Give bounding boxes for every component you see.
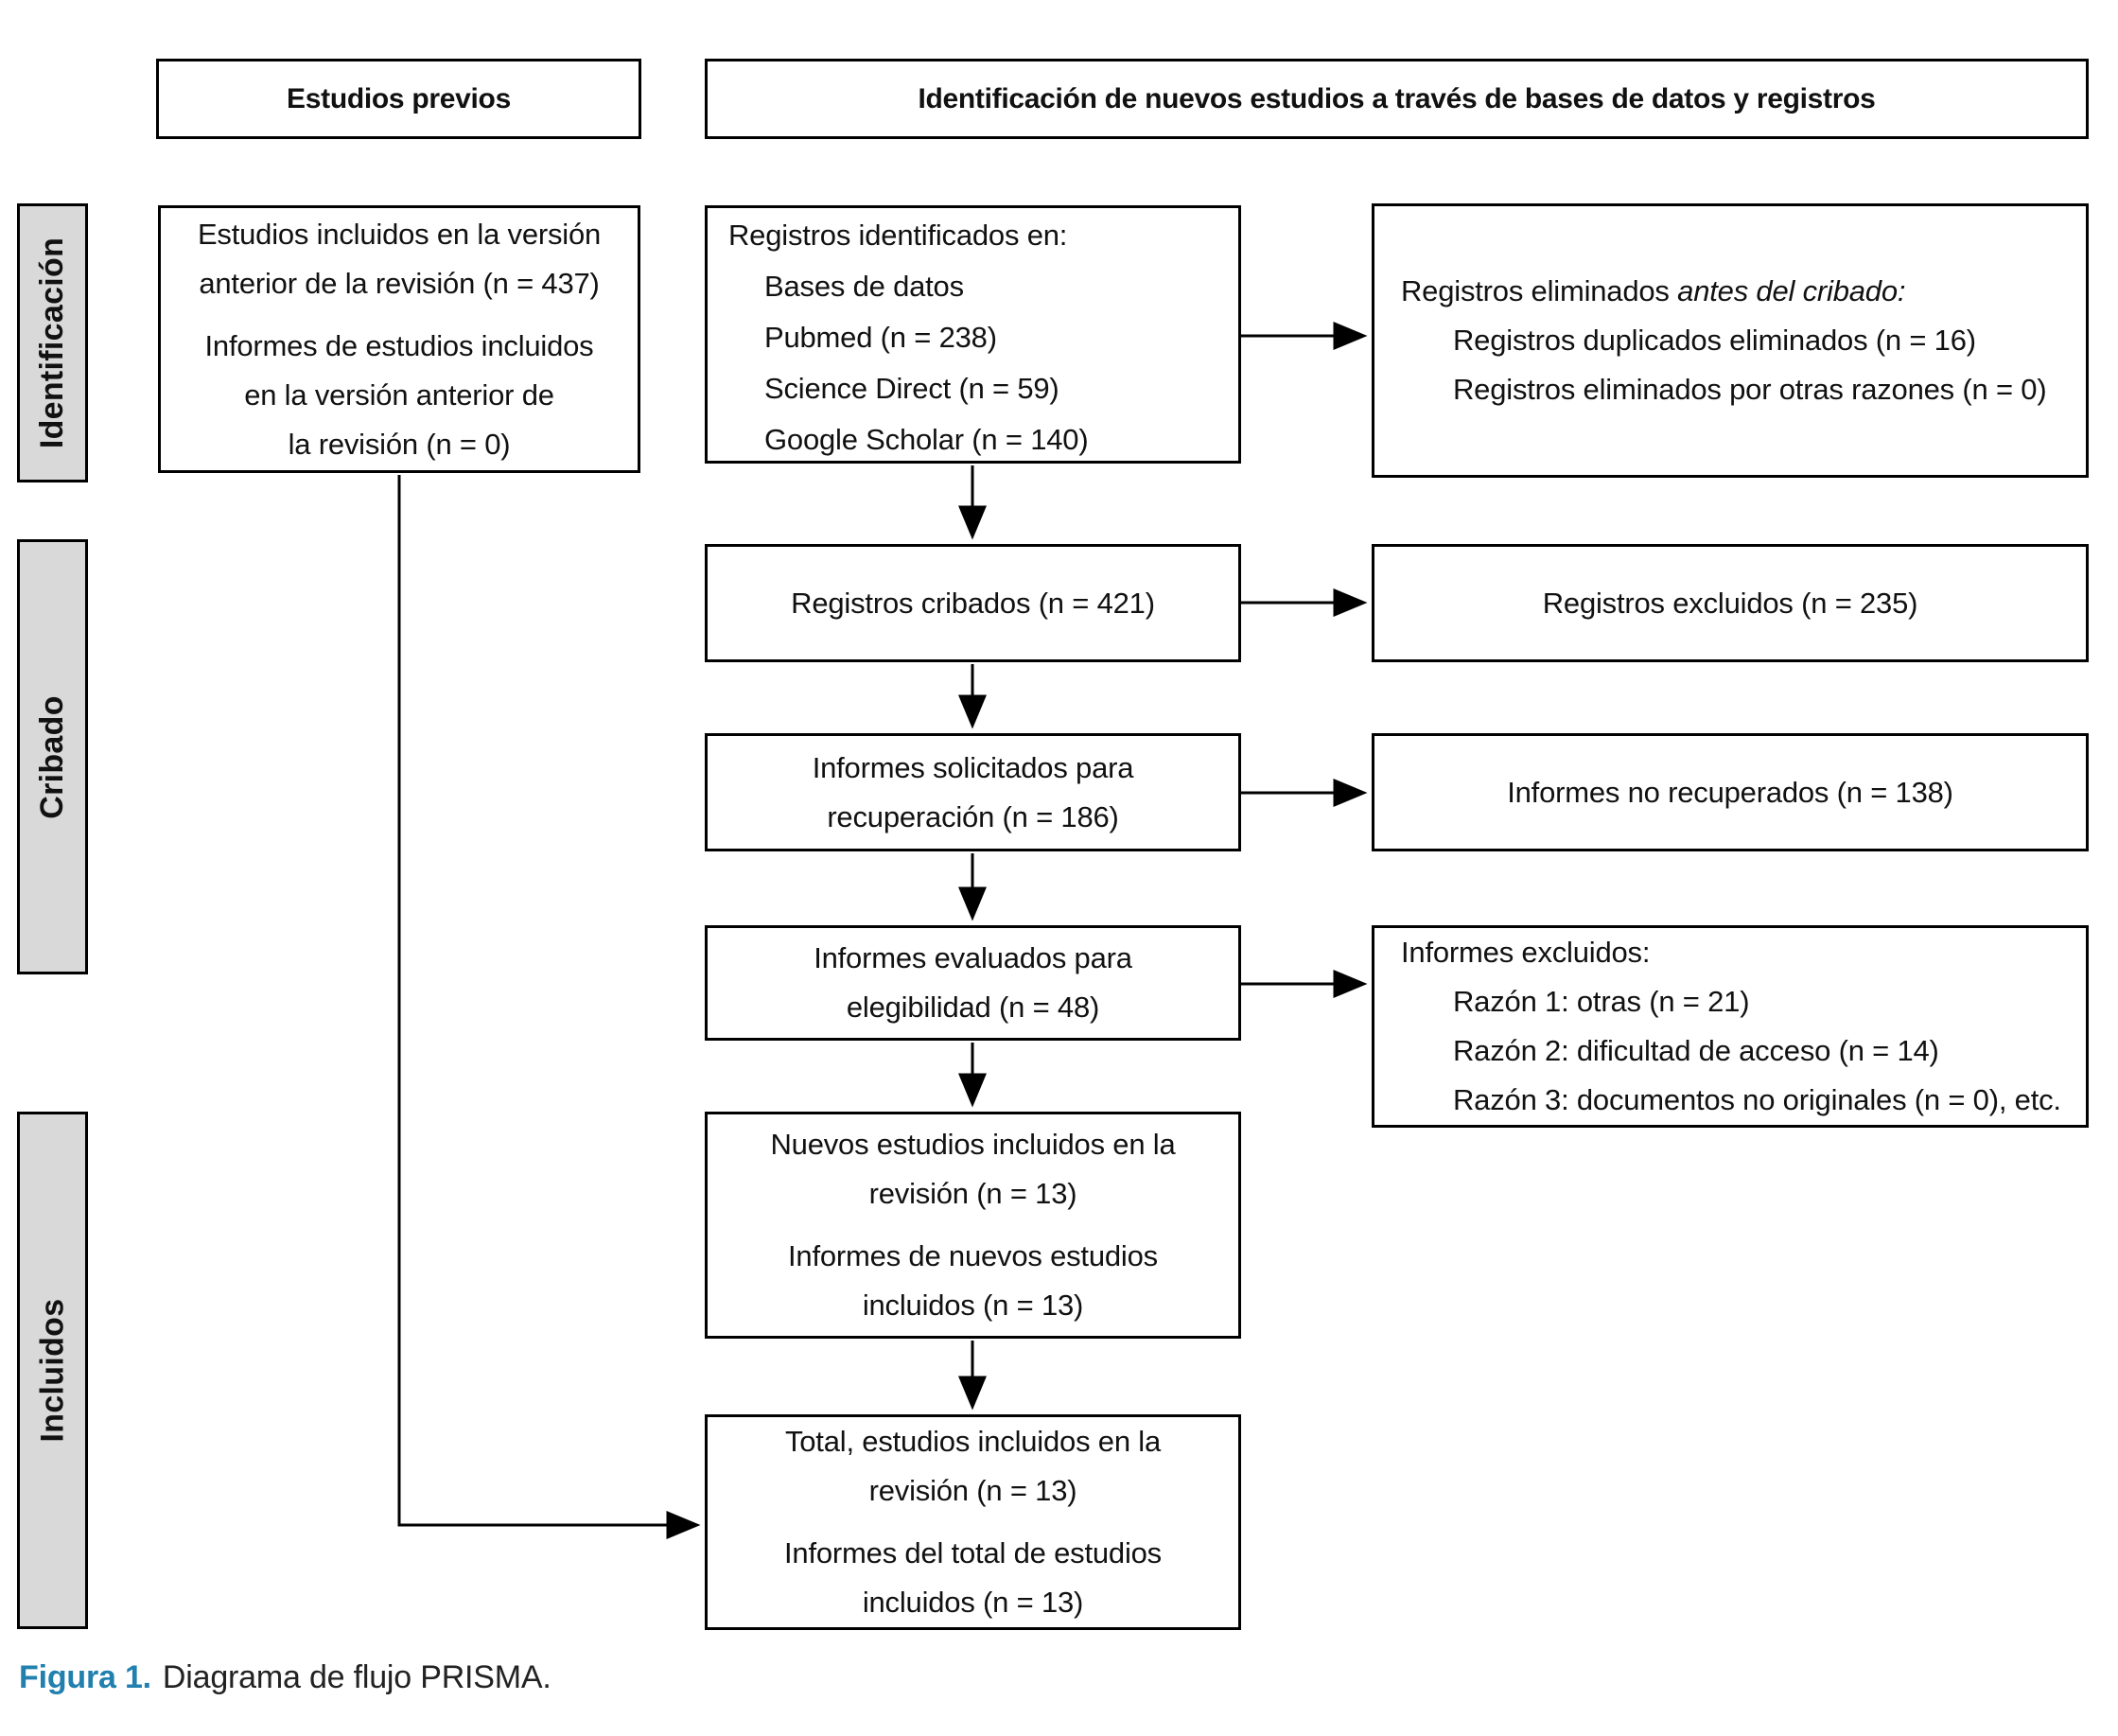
text-line: Informes de nuevos estudios [788, 1239, 1158, 1272]
text-line: Estudios incluidos en la versión [197, 217, 602, 251]
header-new-studies-label: Identificación de nuevos estudios a trav… [918, 82, 1876, 114]
text-line: revisión (n = 13) [868, 1177, 1077, 1210]
text-line: Total, estudios incluidos en la [784, 1425, 1162, 1458]
total-included-paragraph-1: Total, estudios incluidos en la revisión… [785, 1417, 1161, 1516]
records-removed-item: Registros duplicados eliminados (n = 16) [1453, 324, 1976, 357]
reports-not-retrieved-label: Informes no recuperados (n = 138) [1507, 775, 1953, 809]
sidebar-stage-included: Incluidos [17, 1112, 88, 1629]
box-reports-assessed: Informes evaluados para elegibilidad (n … [705, 925, 1241, 1041]
sidebar-stage-identification-label: Identificación [34, 237, 70, 449]
sidebar-stage-screening: Cribado [17, 539, 88, 974]
reports-excluded-title: Informes excluidos: [1401, 936, 1651, 969]
records-excluded-label: Registros excluidos (n = 235) [1542, 586, 1918, 620]
box-records-removed: Registros eliminados antes del cribado: … [1372, 203, 2089, 478]
previous-version-paragraph-1: Estudios incluidos en la versión anterio… [198, 210, 601, 308]
records-identified-title: Registros identificados en: [728, 219, 1068, 252]
box-reports-sought: Informes solicitados para recuperación (… [705, 733, 1241, 851]
records-screened-label: Registros cribados (n = 421) [791, 586, 1155, 620]
records-identified-item: Pubmed (n = 238) [764, 321, 997, 354]
reports-excluded-item: Razón 1: otras (n = 21) [1453, 985, 1750, 1018]
text-line: elegibilidad (n = 48) [846, 991, 1100, 1024]
box-records-screened: Registros cribados (n = 421) [705, 544, 1241, 662]
text-line: Informes de estudios incluidos [204, 328, 594, 362]
text-line: Informes del total de estudios [784, 1536, 1162, 1569]
arrow-previous-to-total [397, 475, 701, 1539]
text-line: la revisión (n = 0) [288, 427, 511, 461]
header-new-studies: Identificación de nuevos estudios a trav… [705, 59, 2089, 139]
text-line: incluidos (n = 13) [862, 1289, 1084, 1322]
records-identified-item: Science Direct (n = 59) [764, 372, 1059, 405]
text-line: Informes evaluados para [814, 941, 1132, 974]
reports-excluded-item: Razón 2: dificultad de acceso (n = 14) [1453, 1034, 1939, 1067]
text-line: en la versión anterior de [244, 377, 554, 412]
total-included-paragraph-2: Informes del total de estudios incluidos… [784, 1529, 1162, 1627]
sidebar-stage-identification: Identificación [17, 203, 88, 482]
sidebar-stage-included-label: Incluidos [34, 1298, 70, 1443]
text-line: incluidos (n = 13) [862, 1586, 1084, 1619]
box-records-excluded: Registros excluidos (n = 235) [1372, 544, 2089, 662]
figure-caption-text: Diagrama de flujo PRISMA. [162, 1659, 551, 1695]
records-removed-title: Registros eliminados antes del cribado: [1401, 267, 1905, 316]
box-reports-excluded: Informes excluidos: Razón 1: otras (n = … [1372, 925, 2089, 1128]
box-previous-version-studies: Estudios incluidos en la versión anterio… [158, 205, 640, 473]
box-total-included: Total, estudios incluidos en la revisión… [705, 1414, 1241, 1630]
records-identified-item: Google Scholar (n = 140) [764, 423, 1089, 456]
figure-caption: Figura 1. Diagrama de flujo PRISMA. [19, 1659, 551, 1696]
box-reports-not-retrieved: Informes no recuperados (n = 138) [1372, 733, 2089, 851]
box-new-studies-included: Nuevos estudios incluidos en la revisión… [705, 1112, 1241, 1339]
reports-excluded-item: Razón 3: documentos no originales (n = 0… [1453, 1083, 2061, 1116]
header-previous-studies-label: Estudios previos [287, 82, 511, 114]
records-removed-item: Registros eliminados por otras razones (… [1453, 373, 2047, 406]
box-records-identified: Registros identificados en: Bases de dat… [705, 205, 1241, 464]
records-identified-item: Bases de datos [764, 270, 964, 303]
new-studies-paragraph-1: Nuevos estudios incluidos en la revisión… [770, 1120, 1175, 1219]
records-removed-title-prefix: Registros eliminados [1401, 274, 1678, 307]
header-previous-studies: Estudios previos [156, 59, 641, 139]
sidebar-stage-screening-label: Cribado [34, 694, 71, 819]
figure-caption-number: Figura 1. [19, 1659, 151, 1695]
text-line: recuperación (n = 186) [827, 799, 1119, 833]
text-line: anterior de la revisión (n = 437) [199, 266, 600, 300]
new-studies-paragraph-2: Informes de nuevos estudios incluidos (n… [788, 1232, 1158, 1330]
text-line: Nuevos estudios incluidos en la [770, 1128, 1176, 1161]
text-line: revisión (n = 13) [868, 1474, 1077, 1507]
records-removed-title-italic: antes del cribado: [1677, 274, 1906, 307]
previous-version-paragraph-2: Informes de estudios incluidos en la ver… [204, 322, 593, 469]
text-line: Informes solicitados para [812, 750, 1134, 784]
